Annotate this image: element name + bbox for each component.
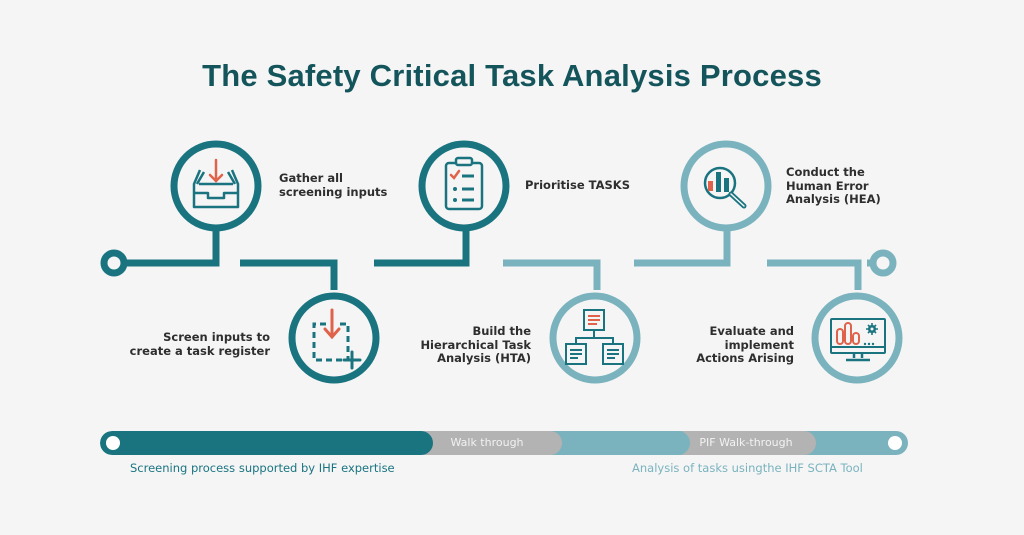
- step-4-label: Build the Hierarchical Task Analysis (HT…: [420, 324, 531, 365]
- magnifier-chart-icon: [703, 166, 747, 209]
- step-5-label: Conduct the Human Error Analysis (HEA): [786, 165, 881, 206]
- phase-progress-bar: Walk through PIF Walk-through: [100, 431, 908, 455]
- monitor-chart-gear-icon: [830, 318, 886, 362]
- step-1-node: [170, 140, 262, 232]
- step-3-node: [418, 140, 510, 232]
- step-6-node: [811, 292, 903, 384]
- progress-start-knob-icon: [106, 436, 120, 450]
- progress-end-knob-icon: [888, 436, 902, 450]
- step-2-node: [288, 292, 380, 384]
- step-6-label: Evaluate and implement Actions Arising: [696, 324, 794, 365]
- step-1-label: Gather all screening inputs: [279, 171, 388, 199]
- segment-pif-walkthrough: [672, 431, 816, 455]
- step-4-node: [549, 292, 641, 384]
- segment-walk-through: [412, 431, 562, 455]
- caption-screening: Screening process supported by IHF exper…: [130, 461, 395, 475]
- step-3-label: Prioritise TASKS: [525, 178, 630, 192]
- step-2-label: Screen inputs to create a task register: [129, 330, 270, 358]
- segment-screening: [100, 431, 433, 455]
- page-title: The Safety Critical Task Analysis Proces…: [202, 58, 822, 93]
- connector-lines-dark: [100, 231, 470, 290]
- caption-analysis: Analysis of tasks usingthe IHF SCTA Tool: [632, 461, 863, 475]
- clipboard-checklist-icon: [444, 156, 484, 211]
- hierarchy-tree-icon: [565, 309, 624, 365]
- connector-lines-light: [503, 231, 897, 290]
- pif-walk-through-label: PIF Walk-through: [699, 436, 793, 449]
- walk-through-label: Walk through: [450, 436, 524, 449]
- dashed-box-download-icon: [312, 322, 350, 362]
- step-5-node: [680, 140, 772, 232]
- inbox-tray-download-icon: [192, 169, 240, 209]
- start-node-icon: [100, 249, 128, 277]
- end-node-icon: [869, 249, 897, 277]
- segment-analysis-mid: [540, 431, 690, 455]
